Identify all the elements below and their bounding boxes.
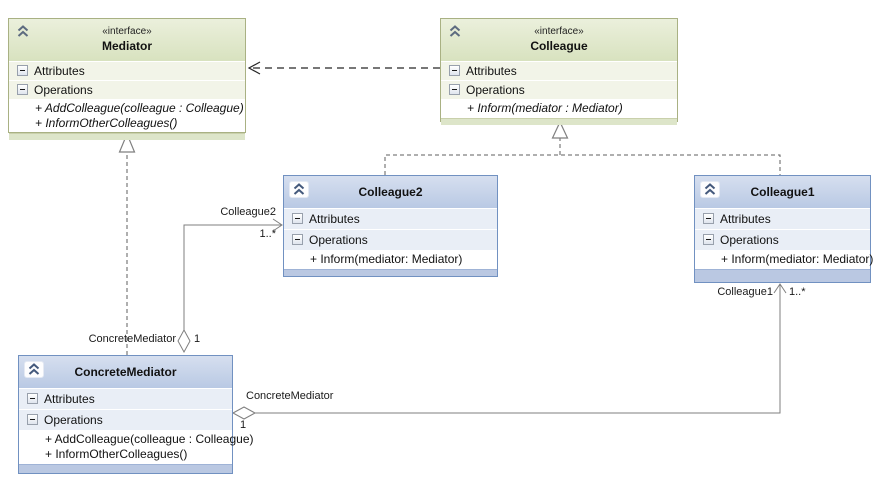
edge-source-multiplicity-aggregation-colleague2[interactable]: 1 — [194, 333, 201, 345]
class-header: Colleague1 — [695, 176, 870, 208]
operations-list: + Inform(mediator: Mediator) — [695, 250, 874, 267]
attributes-section-row[interactable]: Attributes — [284, 209, 497, 229]
operation-item[interactable]: + Inform(mediator: Mediator) — [721, 252, 874, 266]
class-box-concretemediator[interactable]: ConcreteMediator Attributes Operations +… — [18, 355, 254, 474]
minus-box-icon[interactable] — [17, 65, 28, 76]
operation-item[interactable]: + AddColleague(colleague : Colleague) — [35, 101, 244, 115]
class-title: Colleague1 — [750, 185, 815, 199]
minus-box-icon[interactable] — [449, 84, 460, 95]
operations-section-row[interactable]: Operations — [441, 81, 677, 99]
operations-label: Operations — [309, 233, 368, 247]
edge-source-label-aggregation-colleague2[interactable]: ConcreteMediator — [88, 333, 176, 345]
class-title: Colleague2 — [358, 185, 423, 199]
operation-item[interactable]: + InformOtherColleagues() — [45, 447, 188, 461]
attributes-section-row[interactable]: Attributes — [441, 62, 677, 80]
operations-list: + AddColleague(colleague : Colleague) + … — [9, 99, 245, 131]
attributes-label: Attributes — [720, 212, 771, 226]
realization-colleagues-to-colleague[interactable] — [384, 120, 781, 175]
stereotype-label: «interface» — [534, 26, 584, 37]
operations-section-row[interactable]: Operations — [9, 81, 245, 99]
attributes-section-row[interactable]: Attributes — [19, 389, 232, 409]
edge-multiplicity-colleague1[interactable]: 1..* — [789, 286, 806, 298]
class-title: Colleague — [530, 39, 588, 53]
class-header: ConcreteMediator — [19, 356, 232, 388]
dependency-colleague-to-mediator[interactable] — [247, 61, 440, 75]
minus-box-icon[interactable] — [27, 393, 38, 404]
aggregation-concretemediator-colleague2[interactable] — [177, 218, 283, 354]
edge-role-label-colleague2[interactable]: Colleague2 — [220, 206, 276, 218]
attributes-label: Attributes — [34, 64, 85, 78]
operation-item[interactable]: + Inform(mediator : Mediator) — [467, 101, 623, 115]
class-box-colleague2[interactable]: Colleague2 Attributes Operations + Infor… — [283, 175, 498, 277]
box-footer-strip — [284, 269, 497, 276]
minus-box-icon[interactable] — [703, 234, 714, 245]
operations-section-row[interactable]: Operations — [695, 230, 870, 250]
minus-box-icon[interactable] — [703, 213, 714, 224]
collapse-chevron-icon[interactable] — [446, 24, 464, 39]
operations-list: + Inform(mediator : Mediator) — [441, 99, 677, 116]
edge-multiplicity-colleague2[interactable]: 1..* — [259, 228, 276, 240]
box-footer-strip — [441, 118, 677, 125]
operations-list: + Inform(mediator: Mediator) — [284, 250, 497, 267]
operations-label: Operations — [720, 233, 779, 247]
class-header: «interface» Colleague — [441, 19, 677, 61]
collapse-chevron-icon[interactable] — [289, 181, 309, 198]
operations-section-row[interactable]: Operations — [19, 410, 232, 430]
operations-section-row[interactable]: Operations — [284, 230, 497, 250]
box-footer-strip — [695, 269, 870, 282]
class-header: Colleague2 — [284, 176, 497, 208]
class-box-colleague[interactable]: «interface» Colleague Attributes Operati… — [440, 18, 678, 125]
operations-label: Operations — [44, 413, 103, 427]
collapse-chevron-icon[interactable] — [700, 181, 720, 198]
class-box-mediator[interactable]: «interface» Mediator Attributes Operatio… — [8, 18, 246, 140]
stereotype-label: «interface» — [102, 26, 152, 37]
operations-list: + AddColleague(colleague : Colleague) + … — [19, 430, 254, 462]
class-box-colleague1[interactable]: Colleague1 Attributes Operations + Infor… — [694, 175, 874, 283]
aggregation-concretemediator-colleague1[interactable] — [231, 283, 787, 420]
minus-box-icon[interactable] — [292, 234, 303, 245]
minus-box-icon[interactable] — [449, 65, 460, 76]
operation-item[interactable]: + AddColleague(colleague : Colleague) — [45, 432, 254, 446]
operations-label: Operations — [466, 83, 525, 97]
realization-concretemediator-to-mediator[interactable] — [118, 132, 136, 355]
class-title: ConcreteMediator — [74, 365, 177, 379]
edge-source-label-aggregation-colleague1[interactable]: ConcreteMediator — [246, 390, 334, 402]
collapse-chevron-icon[interactable] — [14, 24, 32, 39]
attributes-label: Attributes — [309, 212, 360, 226]
operation-item[interactable]: + InformOtherColleagues() — [35, 116, 178, 130]
edge-source-multiplicity-aggregation-colleague1[interactable]: 1 — [240, 419, 247, 431]
attributes-section-row[interactable]: Attributes — [695, 209, 870, 229]
operations-label: Operations — [34, 83, 93, 97]
operation-item[interactable]: + Inform(mediator: Mediator) — [310, 252, 463, 266]
class-title: Mediator — [101, 39, 152, 53]
box-footer-strip — [9, 133, 245, 140]
edge-role-label-colleague1[interactable]: Colleague1 — [717, 286, 773, 298]
attributes-label: Attributes — [466, 64, 517, 78]
minus-box-icon[interactable] — [17, 84, 28, 95]
collapse-chevron-icon[interactable] — [24, 361, 44, 378]
minus-box-icon[interactable] — [27, 414, 38, 425]
box-footer-strip — [19, 464, 232, 473]
attributes-label: Attributes — [44, 392, 95, 406]
class-header: «interface» Mediator — [9, 19, 245, 61]
attributes-section-row[interactable]: Attributes — [9, 62, 245, 80]
minus-box-icon[interactable] — [292, 213, 303, 224]
